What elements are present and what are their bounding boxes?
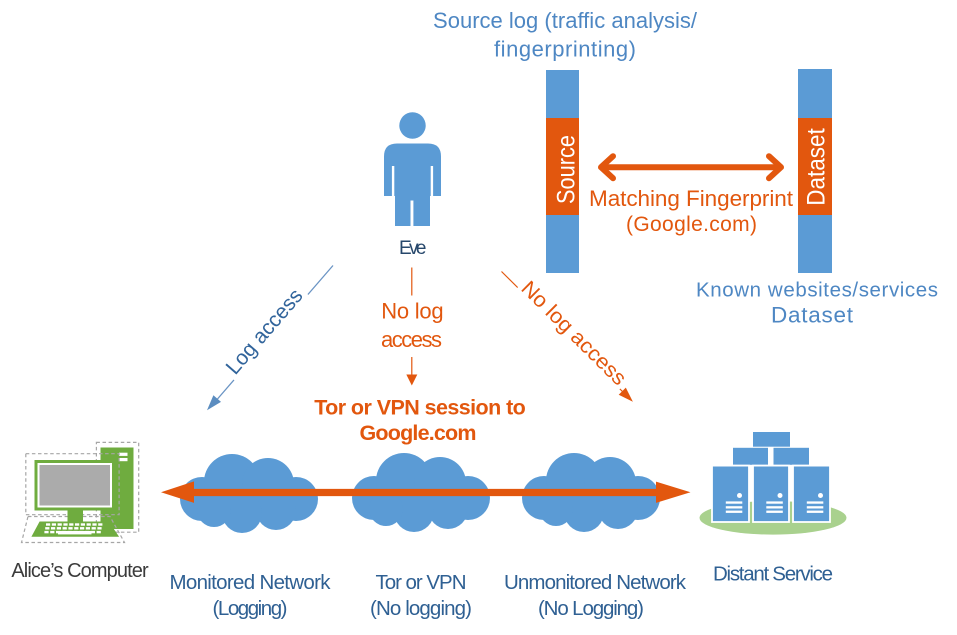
svg-text:(Logging): (Logging)	[213, 597, 288, 620]
svg-text:Matching Fingerprint: Matching Fingerprint	[589, 186, 794, 211]
svg-text:Known websites/services: Known websites/services	[696, 279, 938, 302]
svg-text:Tor or VPN: Tor or VPN	[376, 571, 467, 594]
svg-text:access: access	[381, 327, 442, 352]
svg-text:(No logging): (No logging)	[370, 597, 472, 620]
svg-text:Alice’s Computer: Alice’s Computer	[11, 560, 149, 582]
svg-text:Log access: Log access	[222, 284, 308, 379]
svg-text:Source: Source	[553, 135, 581, 204]
svg-text:Source log (traffic analysis/: Source log (traffic analysis/	[433, 8, 698, 33]
svg-text:Distant Service: Distant Service	[713, 563, 833, 586]
svg-text:fingerprinting): fingerprinting)	[494, 37, 636, 62]
svg-text:No log: No log	[381, 298, 443, 323]
svg-text:No log access: No log access	[516, 277, 630, 390]
svg-text:Tor or VPN session to: Tor or VPN session to	[314, 396, 526, 420]
svg-text:Unmonitored Network: Unmonitored Network	[504, 571, 687, 594]
svg-text:Dataset: Dataset	[802, 128, 830, 206]
svg-text:Dataset: Dataset	[771, 303, 854, 328]
svg-text:(Google.com): (Google.com)	[626, 213, 757, 236]
svg-text:Google.com: Google.com	[360, 421, 477, 445]
svg-text:(No Logging): (No Logging)	[538, 597, 644, 620]
svg-text:Monitored Network: Monitored Network	[170, 571, 332, 594]
svg-text:Eve: Eve	[399, 238, 427, 259]
